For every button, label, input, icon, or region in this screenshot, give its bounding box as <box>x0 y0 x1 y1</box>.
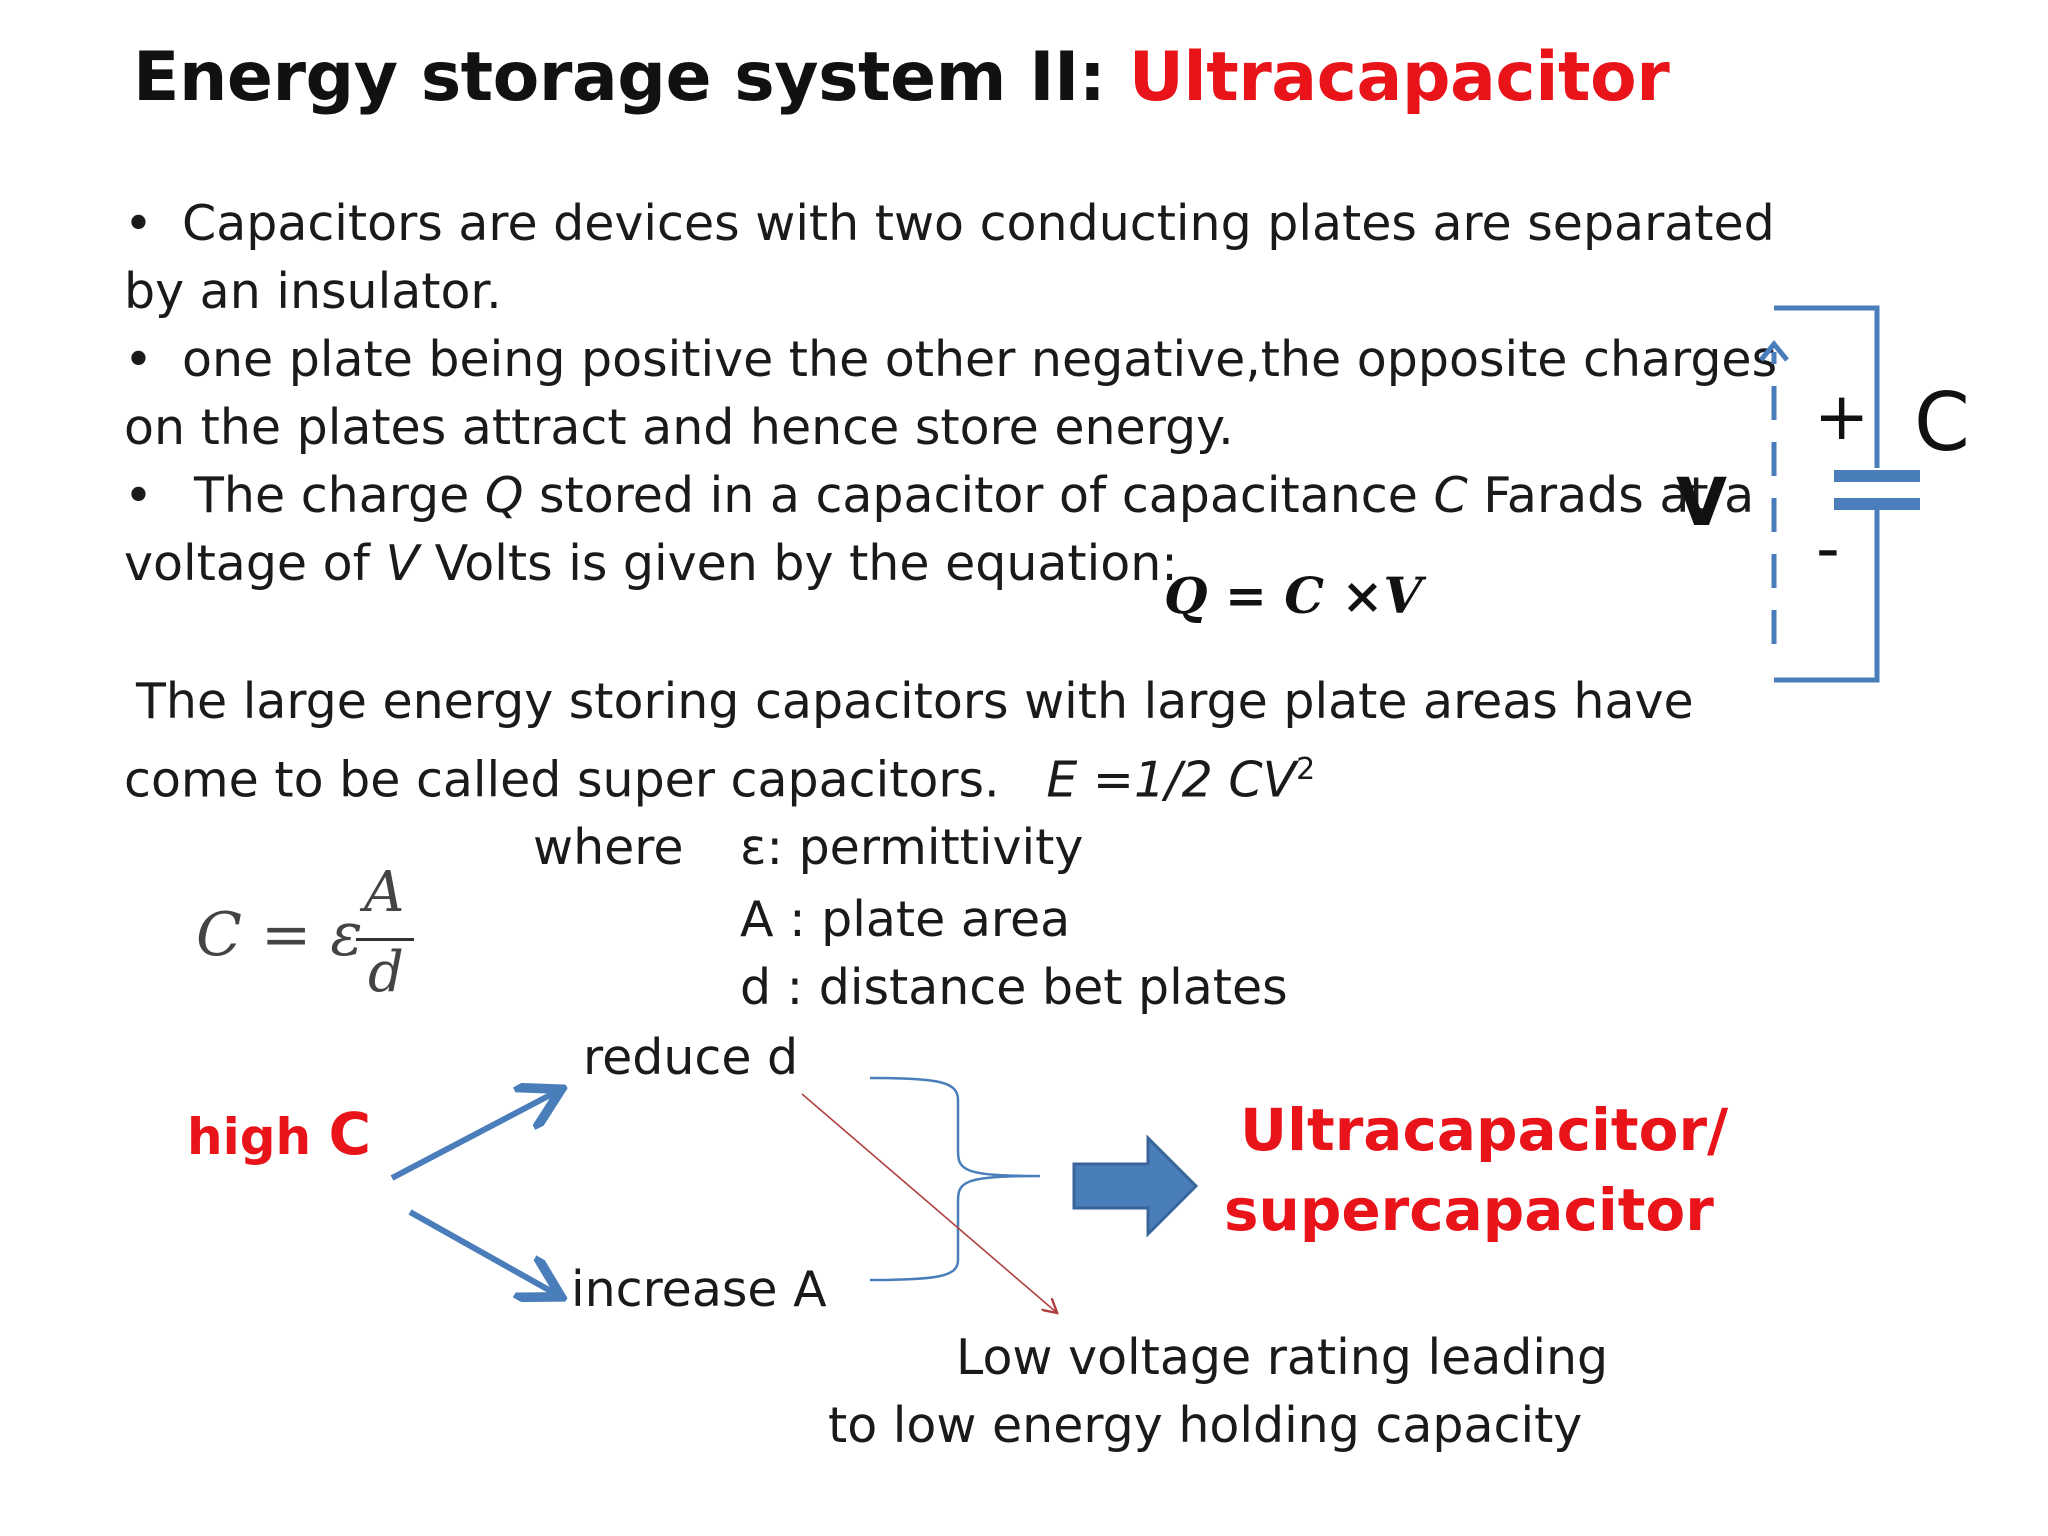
page-title: Energy storage system II: Ultracapacitor <box>133 38 1670 117</box>
bullet-3-line-2a: voltage of <box>124 535 386 592</box>
minus-sign: - <box>1816 510 1840 587</box>
bullet-3-text-b: stored in a capacitor of capacitance <box>523 467 1434 524</box>
high-text: high <box>187 1108 329 1166</box>
capacitor-circuit <box>1759 305 1920 683</box>
result-line-1: Ultracapacitor/ <box>1240 1096 1729 1164</box>
charge-equation: Q = C ×V <box>1164 566 1423 625</box>
fraction-bar <box>356 938 414 941</box>
formula-denominator: d <box>368 940 404 1005</box>
title-main: Energy storage system II: <box>133 38 1129 117</box>
capacitor-plate-top <box>1834 470 1920 482</box>
bullet-3-v: V <box>385 535 419 592</box>
bullet-dot: • <box>124 195 153 252</box>
supercap-line-1: The large energy storing capacitors with… <box>136 673 1694 730</box>
plus-sign: + <box>1814 378 1870 455</box>
energy-exponent: 2 <box>1296 752 1316 787</box>
bullet-3-c: C <box>1433 467 1468 524</box>
increase-a-label: increase A <box>571 1261 827 1318</box>
arrow-to-increase-a <box>408 1209 556 1294</box>
high-c-label: high C <box>187 1100 371 1168</box>
bullet-3-text-a: The charge <box>194 467 485 524</box>
bullet-2-line-2: on the plates attract and hence store en… <box>124 399 1234 456</box>
supercap-paragraph: The large energy storing capacitors with… <box>124 668 1694 814</box>
red-consequence-arrow <box>801 1093 1056 1312</box>
def-plate-area: A : plate area <box>740 891 1071 948</box>
circuit-bottom-wire <box>1774 510 1880 683</box>
energy-equation: E =1/2 CV <box>1046 751 1297 809</box>
bullet-3-text-d: Farads at a <box>1467 467 1755 524</box>
bullet-1-line-1: Capacitors are devices with two conducti… <box>182 195 1775 252</box>
def-distance: d : distance bet plates <box>740 959 1288 1016</box>
capacitor-plate-bottom <box>1834 498 1920 510</box>
voltage-label: V <box>1676 464 1728 541</box>
bullet-1: • Capacitors are devices with two conduct… <box>124 190 1775 326</box>
bullet-dot: • <box>124 331 153 388</box>
bullet-dot: • <box>124 467 153 524</box>
bullet-3: • The charge Q stored in a capacitor of c… <box>124 462 1754 598</box>
block-arrow-icon <box>1072 1134 1199 1238</box>
high-c: C <box>328 1100 372 1168</box>
arrow-to-reduce-d <box>390 1092 556 1181</box>
result-line-2: supercapacitor <box>1224 1176 1714 1244</box>
bullet-2: • one plate being positive the other nega… <box>124 326 1777 462</box>
title-accent: Ultracapacitor <box>1128 38 1670 117</box>
bullet-1-line-2: by an insulator. <box>124 263 502 320</box>
capacitance-formula: C = ε A d <box>196 860 436 1010</box>
bullet-3-line-2b: Volts is given by the equation: <box>419 535 1178 592</box>
circuit-top-wire <box>1774 305 1880 468</box>
consequence-line-1: Low voltage rating leading <box>956 1329 1609 1386</box>
bullet-3-q: Q <box>484 467 524 524</box>
curly-brace <box>869 1076 1041 1282</box>
consequence-line-2: to low energy holding capacity <box>828 1397 1583 1454</box>
voltage-arrow-head <box>1759 340 1789 362</box>
bullet-2-line-1: one plate being positive the other negat… <box>182 331 1778 388</box>
where-label: where <box>533 819 684 876</box>
formula-lhs: C = ε <box>196 900 363 970</box>
reduce-d-label: reduce d <box>583 1029 799 1086</box>
supercap-line-2: come to be called super capacitors. <box>124 751 1000 809</box>
formula-numerator: A <box>364 860 405 925</box>
capacitor-label: C <box>1914 376 1970 469</box>
def-permittivity: ε: permittivity <box>740 819 1084 876</box>
